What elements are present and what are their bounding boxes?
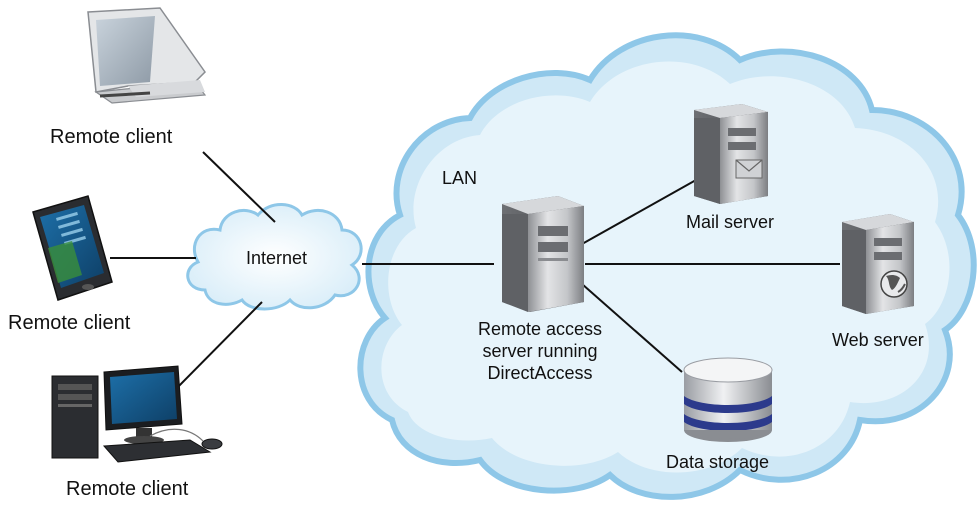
link-laptop-internet xyxy=(202,151,276,223)
data-storage-label: Data storage xyxy=(666,452,770,472)
lan-label: LAN xyxy=(442,168,478,188)
desktop-computer-icon xyxy=(51,365,223,463)
mail-server-icon xyxy=(694,104,768,204)
phone-client-label: Remote client xyxy=(8,312,131,334)
globe-icon xyxy=(880,270,908,298)
envelope-icon xyxy=(735,159,763,179)
web-server-label: Web server xyxy=(832,330,924,350)
laptop-client-label: Remote client xyxy=(50,126,173,148)
link-desktop-internet xyxy=(169,301,263,396)
remote-access-line-2: server running xyxy=(482,341,598,361)
phone-icon xyxy=(32,195,113,301)
remote-access-line-3: DirectAccess xyxy=(487,363,593,383)
link-ras-storage xyxy=(581,283,683,373)
link-ras-mail xyxy=(581,179,697,245)
remote-access-line-1: Remote access xyxy=(477,319,603,339)
lan-cloud xyxy=(357,32,977,500)
laptop-icon xyxy=(87,7,207,104)
mail-server-label: Mail server xyxy=(686,212,775,232)
remote-access-server-icon xyxy=(502,196,584,312)
remote-access-server-label: Remote access server running DirectAcces… xyxy=(460,318,620,384)
connection-lines xyxy=(110,151,840,396)
internet-cloud xyxy=(186,203,363,311)
desktop-client-label: Remote client xyxy=(66,478,189,500)
internet-label: Internet xyxy=(246,248,308,268)
data-storage-icon xyxy=(683,357,773,442)
web-server-icon xyxy=(842,214,914,314)
